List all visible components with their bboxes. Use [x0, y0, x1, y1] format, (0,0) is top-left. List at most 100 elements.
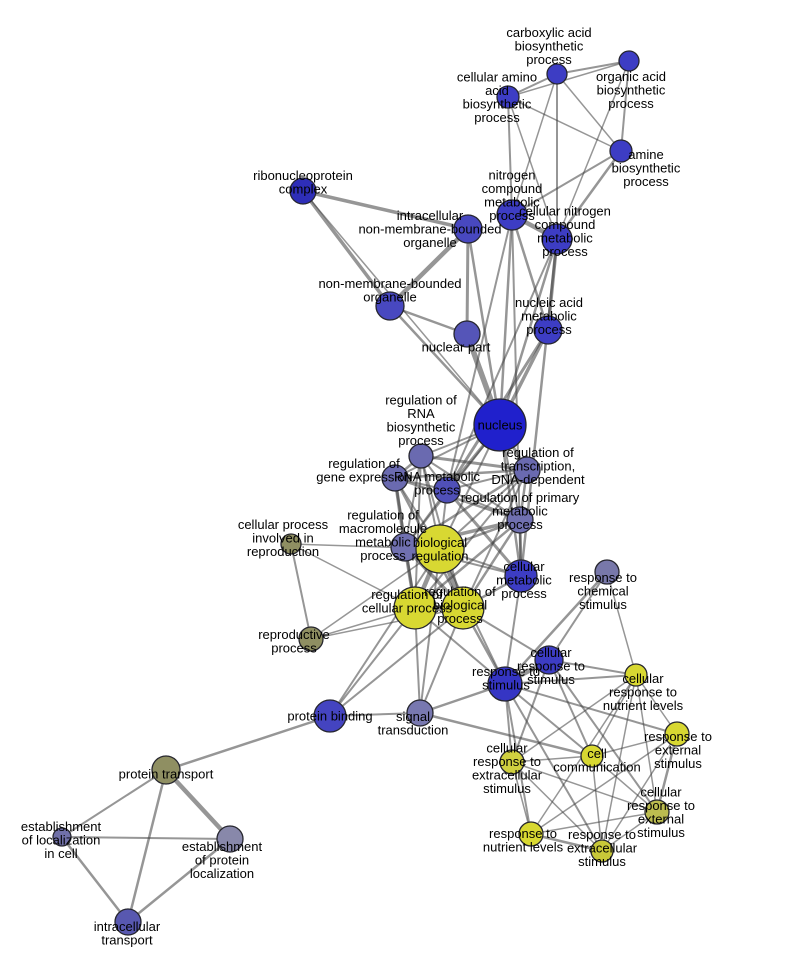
graph-edge-n8-n9: [387, 226, 471, 309]
graph-node-n3[interactable]: [496, 85, 520, 109]
graph-node-n15[interactable]: [381, 464, 409, 492]
graph-node-n39[interactable]: [590, 839, 614, 863]
graph-node-n28[interactable]: [624, 663, 648, 687]
graph-edge-n5-n8: [301, 189, 470, 231]
graph-edge-n27-n31: [504, 683, 678, 735]
graph-edge-n34-n38: [530, 811, 658, 835]
graph-edge-n13-n14: [419, 454, 529, 472]
graph-edge-n24-n25: [310, 607, 464, 640]
graph-node-n2[interactable]: [618, 50, 640, 72]
graph-edge-n28-n39: [601, 674, 637, 852]
graph-edge-n7-n16: [446, 238, 558, 491]
graph-node-n21[interactable]: [504, 559, 538, 593]
graph-edge-n8-n11: [465, 227, 470, 336]
graph-node-n23[interactable]: [393, 586, 437, 630]
graph-edge-n13-n23: [414, 455, 422, 609]
graph-node-n31[interactable]: [664, 721, 690, 747]
graph-node-n8[interactable]: [453, 214, 483, 244]
graph-edge-n35-n37: [163, 767, 233, 842]
graph-edge-n1-n6: [511, 73, 558, 216]
graph-edge-n4-n7: [555, 149, 623, 241]
graph-node-n35[interactable]: [151, 755, 181, 785]
graph-node-n16[interactable]: [433, 476, 461, 504]
graph-node-n11[interactable]: [453, 320, 481, 348]
graph-node-n20[interactable]: [415, 524, 465, 574]
graph-edge-n23-n19: [290, 543, 416, 609]
graph-node-n27[interactable]: [487, 666, 523, 702]
graph-edge-n14-n15: [393, 468, 529, 480]
graph-node-n19[interactable]: [280, 533, 302, 555]
graph-edge-n28-n32: [511, 674, 637, 763]
graph-edge-n3-n7: [507, 96, 558, 240]
graph-edge-n14-n16: [446, 469, 528, 491]
graph-edge-n35-n36: [61, 769, 167, 838]
graph-edge-n6-n12: [498, 213, 514, 427]
graph-node-n1[interactable]: [546, 63, 568, 85]
graph-node-label-n35: protein transport: [119, 767, 214, 782]
graph-edge-n2-n4: [620, 60, 630, 152]
graph-node-n25[interactable]: [298, 626, 324, 652]
graph-node-n13[interactable]: [408, 443, 434, 469]
graph-edge-n31-n33: [591, 733, 678, 757]
graph-node-n29[interactable]: [313, 699, 347, 733]
graph-node-n34[interactable]: [644, 799, 670, 825]
graph-node-n32[interactable]: [499, 749, 525, 775]
graph-edge-n13-n17: [420, 455, 521, 521]
graph-node-n26[interactable]: [534, 645, 564, 675]
graph-node-n24[interactable]: [441, 586, 485, 630]
graph-edge-n32-n39: [511, 761, 603, 852]
graph-node-n37[interactable]: [216, 825, 244, 853]
graph-edge-n9-n12: [388, 304, 502, 427]
graph-node-n14[interactable]: [513, 456, 541, 484]
graph-node-n36[interactable]: [52, 827, 72, 847]
graph-node-n33[interactable]: [580, 744, 604, 768]
graph-node-n22[interactable]: [594, 559, 620, 585]
graph-edge-n27-n22: [503, 570, 609, 686]
graph-node-n40[interactable]: [114, 908, 142, 936]
graph-edge-n22-n28: [606, 571, 637, 676]
node-layer: [52, 50, 690, 936]
graph-edge-n29-n35: [164, 714, 332, 772]
graph-edge-n27-n28: [504, 674, 637, 685]
graph-node-n12[interactable]: [473, 398, 527, 452]
graph-edge-n32-n33: [511, 755, 593, 763]
graph-node-n4[interactable]: [609, 139, 633, 163]
graph-edge-n8-n12: [466, 227, 502, 427]
graph-edge-n28-n34: [635, 674, 658, 813]
graph-node-n9[interactable]: [375, 291, 405, 321]
graph-node-n7[interactable]: [541, 223, 573, 255]
graph-node-n38[interactable]: [518, 821, 544, 847]
graph-edge-n31-n34: [655, 732, 679, 814]
graph-node-n5[interactable]: [289, 177, 317, 205]
graph-edge-n1-n4: [556, 73, 622, 152]
graph-node-n17[interactable]: [506, 506, 534, 534]
graph-edge-n14-n24: [462, 469, 528, 609]
graph-edge-n20-n29: [329, 548, 441, 717]
graph-node-n6[interactable]: [496, 199, 528, 231]
graph-edge-n6-n16: [446, 214, 513, 491]
graph-edge-n37-n40: [126, 837, 232, 924]
graph-node-n10[interactable]: [533, 315, 563, 345]
graph-edge-n32-n34: [511, 761, 658, 813]
graph-node-n30[interactable]: [406, 699, 434, 727]
graph-edge-n5-n9: [301, 189, 392, 308]
